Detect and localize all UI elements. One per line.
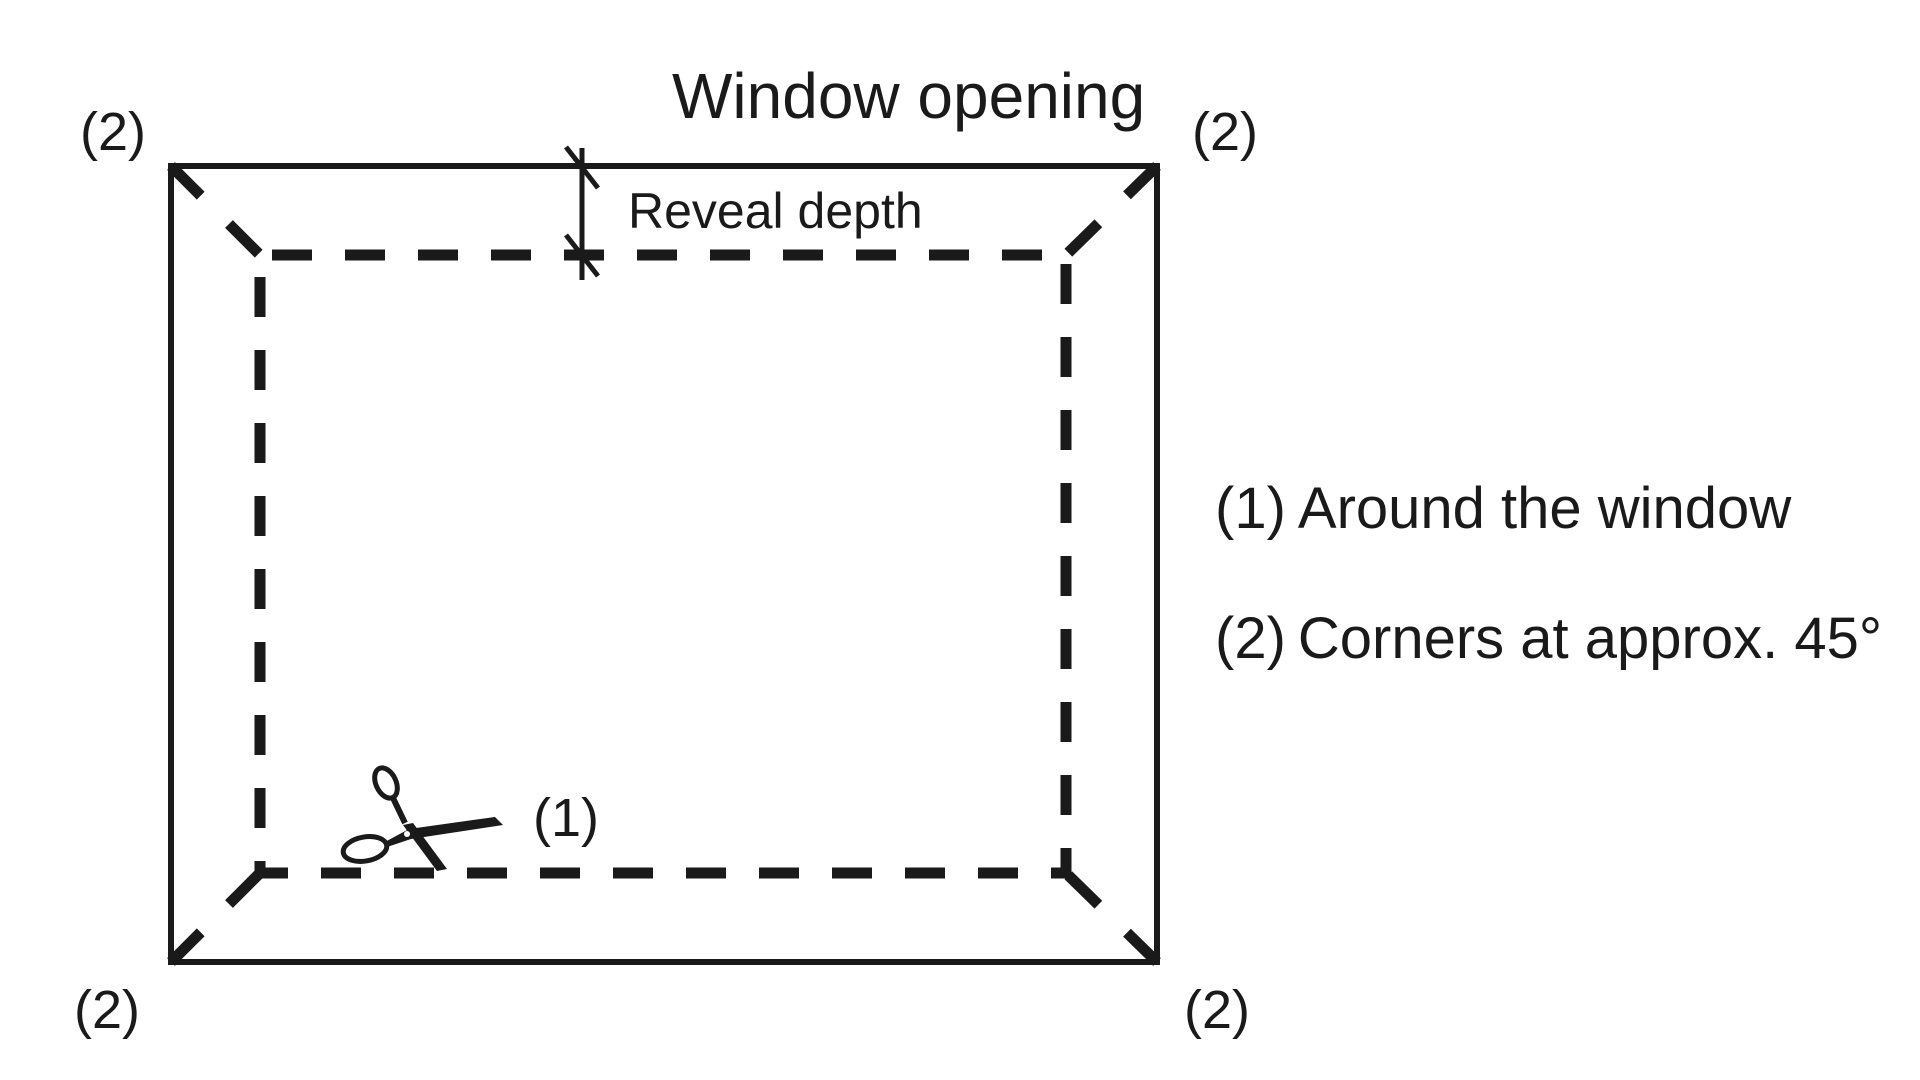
step-marker-around-window: (1) — [533, 788, 599, 848]
window-opening-outline — [168, 163, 1160, 965]
legend: (1)Around the window (2)Corners at appro… — [1215, 476, 1882, 671]
legend-marker-2: (2) — [1215, 606, 1286, 671]
corner-cut-bottom-right — [1062, 869, 1161, 966]
corner-label-top-left: (2) — [80, 102, 146, 162]
cut-line-dashed — [254, 249, 1072, 879]
scissors-icon — [340, 765, 503, 871]
corner-cut-bottom-left — [167, 869, 264, 966]
corner-label-top-right: (2) — [1192, 102, 1258, 162]
legend-marker-1: (1) — [1215, 476, 1286, 541]
diagram-title: Window opening — [672, 60, 1145, 132]
corner-cut-top-right — [1062, 162, 1161, 259]
corner-label-bottom-left: (2) — [74, 980, 140, 1040]
reveal-depth-dimension — [564, 145, 600, 280]
legend-text-2: Corners at approx. 45° — [1298, 606, 1882, 671]
reveal-depth-label: Reveal depth — [628, 183, 923, 239]
legend-item-2: (2)Corners at approx. 45° — [1215, 606, 1882, 671]
corner-label-bottom-right: (2) — [1184, 980, 1250, 1040]
legend-item-1: (1)Around the window — [1215, 476, 1792, 541]
legend-text-1: Around the window — [1298, 476, 1792, 541]
corner-cut-top-left — [167, 162, 264, 259]
